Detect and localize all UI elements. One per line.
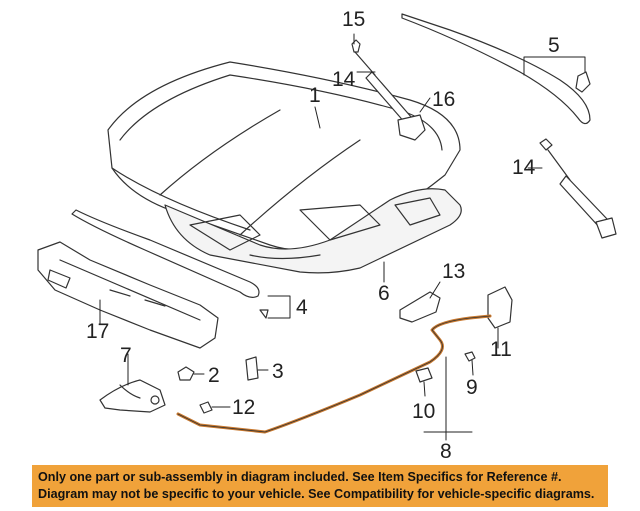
callout-17: 17	[86, 320, 109, 343]
callout-10: 10	[412, 400, 435, 423]
disclaimer-banner: Only one part or sub-assembly in diagram…	[32, 465, 608, 507]
callout-13: 13	[442, 260, 465, 283]
release-cable-core	[177, 315, 491, 433]
front-seal	[71, 209, 260, 298]
callout-15: 15	[342, 8, 365, 31]
callout-12: 12	[232, 396, 255, 419]
disclaimer-line-1: Only one part or sub-assembly in diagram…	[38, 470, 562, 484]
callout-14-lower: 14	[512, 156, 536, 179]
callout-9: 9	[466, 376, 478, 399]
callout-8: 8	[440, 440, 452, 460]
leader-lines	[99, 33, 586, 441]
callout-3: 3	[272, 360, 284, 383]
callout-4: 4	[296, 296, 308, 319]
callout-6: 6	[378, 282, 390, 305]
release-cable	[176, 314, 492, 434]
disclaimer-line-2: Diagram may not be specific to your vehi…	[38, 487, 595, 501]
hood-parts-diagram: 1 2 3 4 5 6 7 8 9 10 11 12 13 14 14 15 1…	[37, 8, 617, 460]
hood-panel	[107, 61, 461, 251]
hood-seal	[401, 13, 591, 125]
callout-1: 1	[309, 84, 321, 107]
callout-11: 11	[490, 338, 512, 361]
callout-2: 2	[208, 364, 220, 387]
small-fasteners	[177, 71, 591, 414]
release-handle	[487, 286, 513, 329]
support-bracket	[37, 241, 219, 349]
callout-7: 7	[120, 344, 132, 367]
hood-inner-panel	[164, 188, 462, 274]
callout-14-upper: 14	[332, 68, 356, 91]
callout-16: 16	[432, 88, 455, 111]
hood-strut-upper	[351, 39, 426, 141]
hood-latch	[99, 379, 166, 413]
hood-hinge	[399, 291, 441, 323]
callout-5: 5	[548, 34, 560, 57]
hood-strut-lower	[539, 138, 617, 239]
